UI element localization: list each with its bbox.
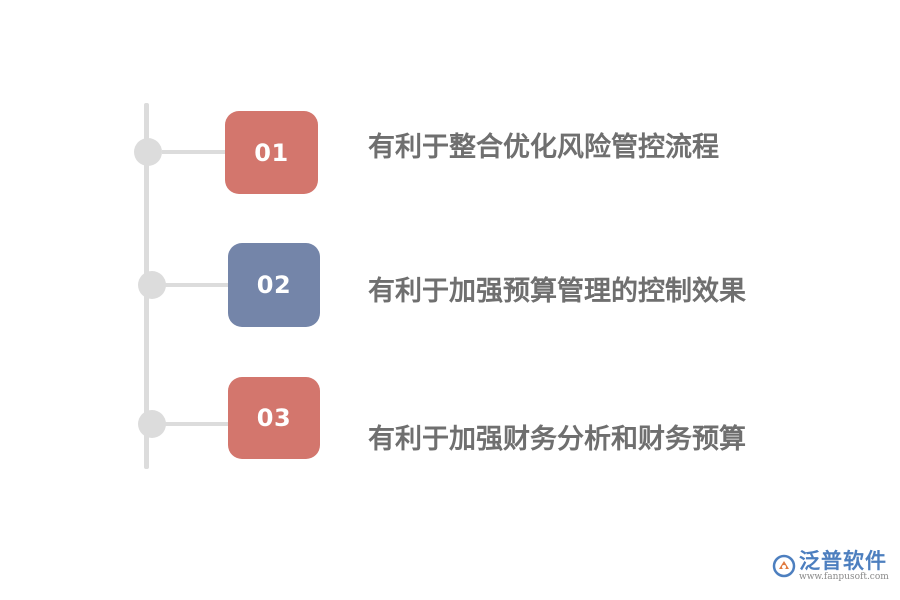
brand-logo-icon bbox=[772, 554, 796, 578]
step-text-2: 有利于加强预算管理的控制效果 bbox=[368, 276, 746, 307]
timeline-node-1 bbox=[134, 138, 162, 166]
timeline-node-3 bbox=[138, 410, 166, 438]
step-number-1: 01 bbox=[254, 138, 289, 167]
timeline-connector-1 bbox=[162, 150, 226, 154]
timeline-connector-3 bbox=[162, 422, 230, 426]
brand-watermark: 泛普软件 www.fanpusoft.com bbox=[772, 548, 889, 582]
step-badge-3: 03 bbox=[228, 377, 320, 459]
step-number-3: 03 bbox=[256, 404, 292, 432]
brand-name: 泛普软件 bbox=[799, 548, 887, 573]
step-badge-1: 01 bbox=[225, 111, 318, 194]
step-text-1: 有利于整合优化风险管控流程 bbox=[368, 132, 719, 163]
timeline-node-2 bbox=[138, 271, 166, 299]
timeline-connector-2 bbox=[162, 283, 230, 287]
step-number-2: 02 bbox=[256, 271, 292, 299]
step-text-3: 有利于加强财务分析和财务预算 bbox=[368, 424, 746, 455]
brand-url: www.fanpusoft.com bbox=[799, 571, 889, 582]
step-badge-2: 02 bbox=[228, 243, 320, 327]
